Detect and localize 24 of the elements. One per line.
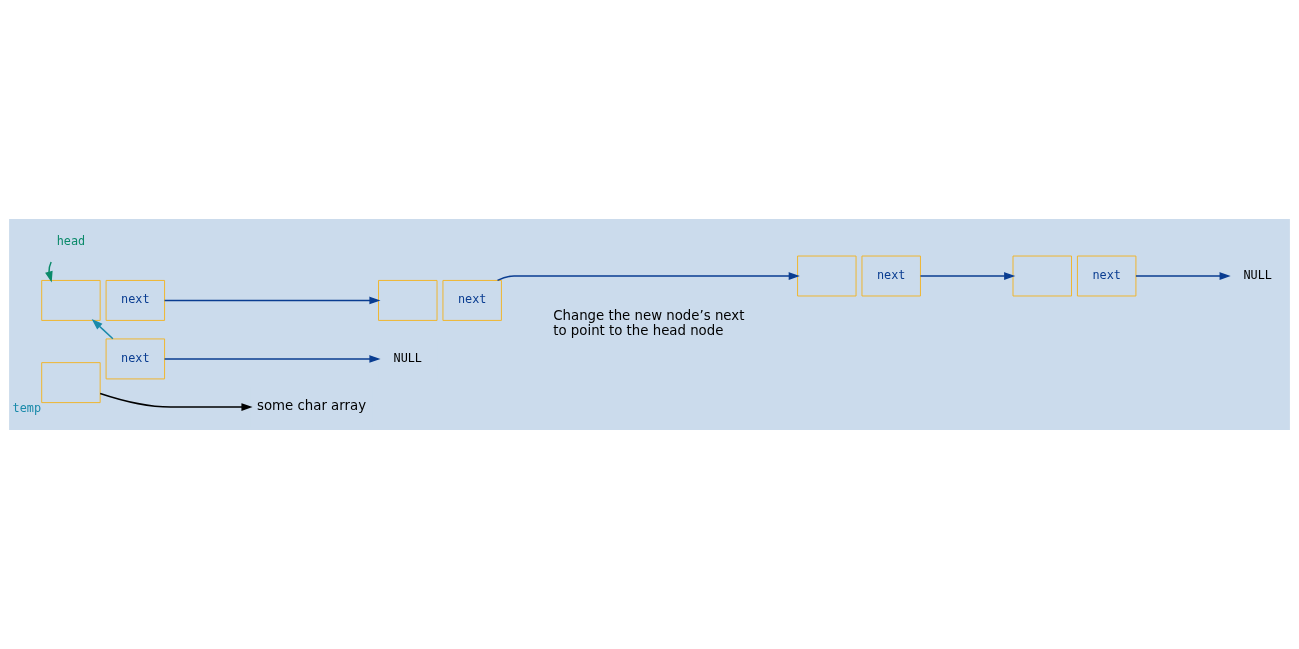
node-box [1012,255,1072,297]
node-box [41,279,101,321]
node-box [378,279,438,321]
arrow [163,296,381,305]
arrow [99,392,253,411]
arrow [163,355,381,363]
label: Change the new node’s next to point to the head node [553,307,745,338]
arrow [45,261,53,283]
node-text: NULL [1243,267,1272,282]
node-box [797,255,857,297]
node-text: NULL [393,350,423,365]
node-box: next [105,338,166,380]
node-box: next [105,279,166,321]
node-box: next [861,255,921,297]
node-box: next [1076,255,1137,297]
node-box: next [442,279,502,321]
arrow [919,272,1016,280]
arrow [1135,272,1231,280]
arrow [91,319,114,340]
node-box [41,362,101,404]
arrow [496,272,800,282]
node-label: temp [12,401,42,416]
node-text: some char array [257,398,367,414]
node-text: head [56,233,86,248]
